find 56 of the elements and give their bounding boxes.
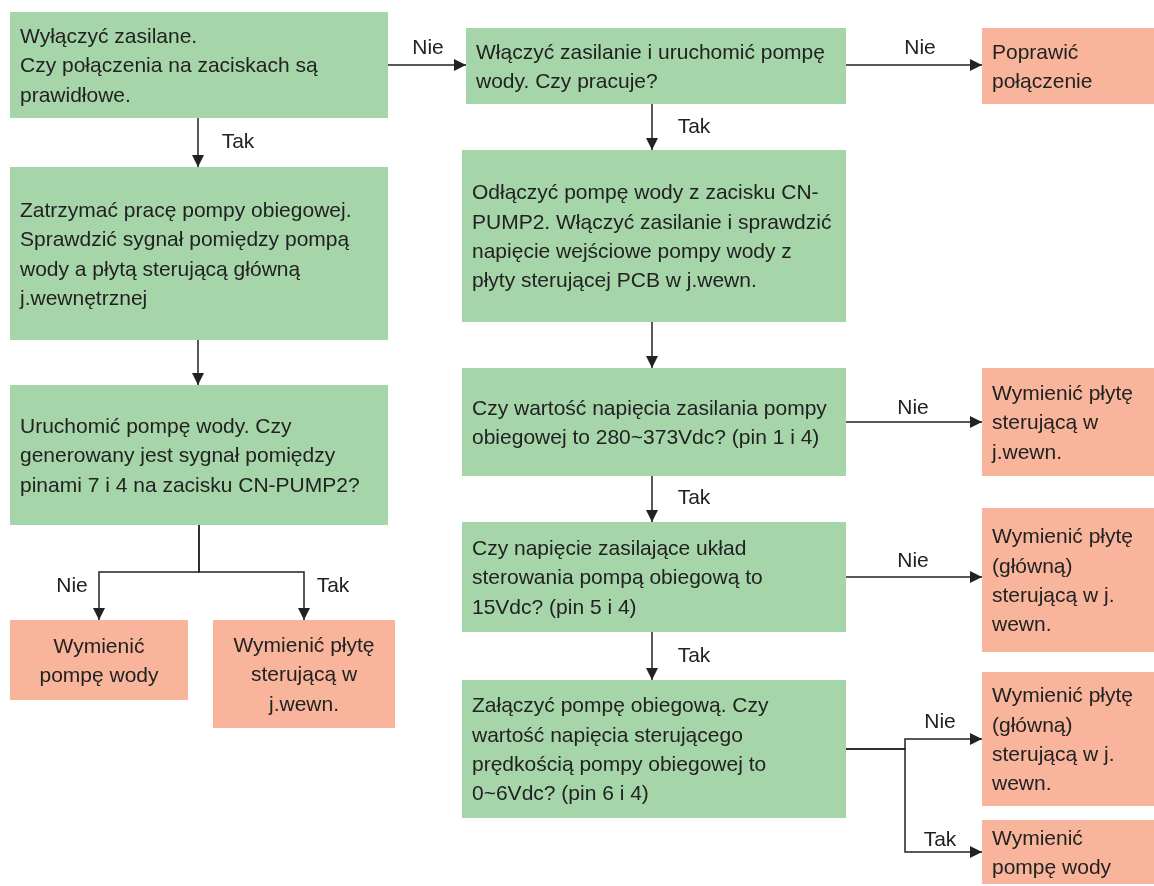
- node-text: Wymienić płytę (główną) sterującą w j. wewn.: [992, 523, 1134, 638]
- arrow: [387, 59, 467, 71]
- arrow: [845, 748, 983, 858]
- result-box: [10, 620, 188, 700]
- node-text: Wyłączyć zasilane.: [20, 22, 199, 49]
- arrow: [646, 321, 658, 369]
- edge-label: Nie: [412, 35, 444, 59]
- edge-label: Tak: [677, 114, 711, 138]
- node-text: Czy wartość napięcia zasilania pompy obiegowej to 280~373Vdc? (pin 1 i 4): [472, 394, 828, 450]
- process-box: [462, 150, 846, 322]
- arrow: [845, 571, 983, 583]
- node-text: Poprawić połączenie: [992, 38, 1094, 94]
- node-text: Czy napięcie zasilające układ sterowania pompą obiegową to 15Vdc? (pin 5 i 4): [472, 534, 764, 620]
- edge-label: Tak: [677, 643, 711, 667]
- process-box: [10, 385, 388, 525]
- process-box: [466, 28, 846, 104]
- process-box: [462, 368, 846, 476]
- process-box: [462, 680, 846, 818]
- edge-label: Nie: [904, 35, 936, 59]
- process-box: [462, 522, 846, 632]
- node-text: Odłączyć pompę wody z zacisku CN-PUMP2. Włączyć zasilanie i sprawdzić napięcie wejściowe pompy wody z płyty sterującej PCB w j.wewn.: [472, 179, 833, 294]
- node-text: Czy połączenia na zaciskach są prawidłowe.: [20, 52, 319, 108]
- result-box: [982, 820, 1154, 884]
- arrow: [845, 416, 983, 428]
- edge-label: Nie: [897, 395, 929, 419]
- arrow: [198, 524, 310, 621]
- result-box: [982, 672, 1154, 806]
- arrow: [646, 475, 658, 523]
- edge-label: Tak: [677, 485, 711, 509]
- arrow: [646, 103, 658, 151]
- node-text: Włączyć zasilanie i uruchomić pompę wody. Czy pracuje?: [476, 38, 826, 94]
- result-box: [982, 28, 1154, 104]
- arrow: [845, 59, 983, 71]
- node-text: Uruchomić pompę wody. Czy generowany jest sygnał pomiędzy pinami 7 i 4 na zacisku CN-PUMP2?: [20, 412, 361, 498]
- result-box: [213, 620, 395, 728]
- arrow: [192, 339, 204, 386]
- result-box: [982, 508, 1154, 652]
- node-text: Wymienić płytę sterującą w j.wewn.: [232, 631, 376, 717]
- edge-label: Tak: [221, 129, 255, 153]
- arrow: [646, 631, 658, 681]
- result-box: [982, 368, 1154, 476]
- node-text: Załączyć pompę obiegową. Czy wartość napięcia sterującego prędkością pompy obiegowej to 0~6Vdc? (pin 6 i 4): [472, 692, 770, 807]
- node-text: Wymienić pompę wody: [992, 824, 1113, 880]
- node-text: Wymienić płytę (główną) sterującą w j. wewn.: [992, 682, 1134, 797]
- edge-label: Nie: [56, 573, 88, 597]
- node-text: Zatrzymać pracę pompy obiegowej.: [20, 196, 353, 223]
- process-box: [10, 12, 388, 118]
- edge-label: Nie: [897, 548, 929, 572]
- edge-label: Nie: [924, 709, 956, 733]
- edge-label: Tak: [923, 827, 957, 851]
- node-text: Sprawdzić sygnał pomiędzy pompą wody a płytą sterującą główną j.wewnętrznej: [20, 226, 351, 311]
- edge-label: Tak: [316, 573, 350, 597]
- node-text: Wymienić pompę wody: [38, 632, 160, 688]
- node-text: Wymienić płytę sterującą w j.wewn.: [992, 379, 1134, 465]
- process-box: [10, 167, 388, 340]
- arrow: [192, 117, 204, 168]
